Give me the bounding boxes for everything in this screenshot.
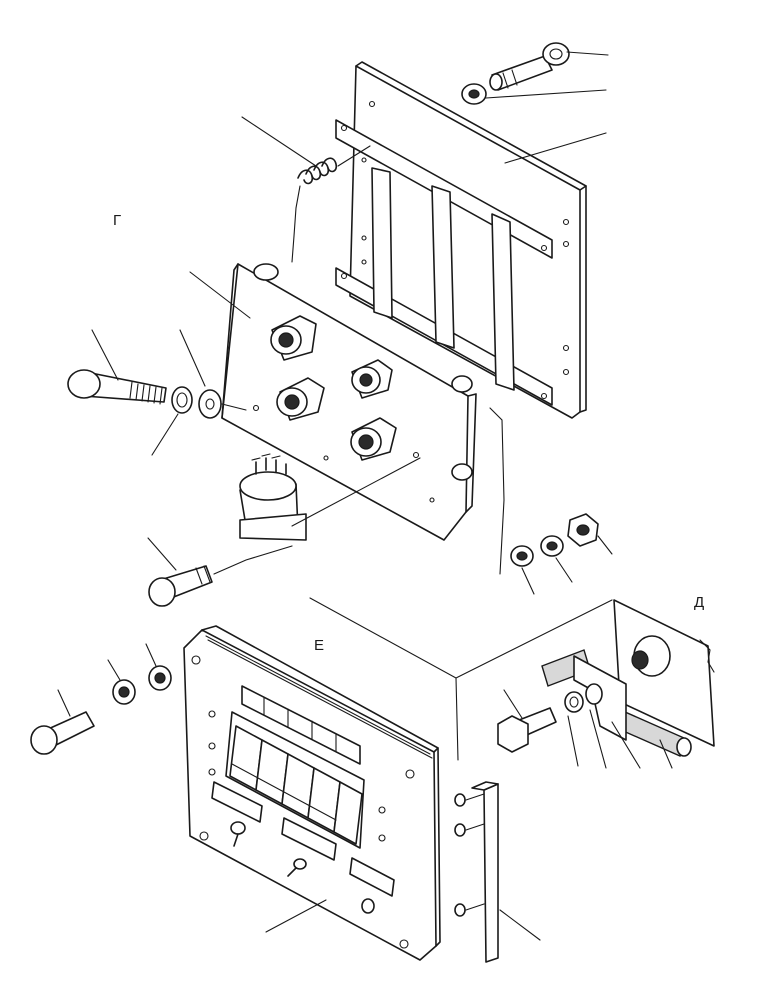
panel-washer-1 xyxy=(112,679,136,705)
back-plate xyxy=(349,61,587,419)
leader-line xyxy=(291,185,301,263)
view-label-g: Г xyxy=(113,212,122,229)
toggle-knob-1 xyxy=(230,821,246,847)
detail-plate-d xyxy=(613,599,715,747)
detail-bolt xyxy=(497,707,557,753)
leader-line xyxy=(597,535,613,555)
top-bolt xyxy=(489,42,570,91)
panel-label-left xyxy=(211,781,263,823)
rocker-switch-block xyxy=(225,711,365,849)
right-washer-1 xyxy=(510,545,534,567)
spring xyxy=(297,145,371,185)
bushing-1 xyxy=(270,315,317,361)
leader-line xyxy=(147,537,177,571)
leader-line xyxy=(589,709,607,769)
bushing-2 xyxy=(351,359,393,399)
toggle-knob-2 xyxy=(287,858,307,877)
long-bolt xyxy=(67,369,167,405)
leader-line xyxy=(57,689,71,717)
rear-nut xyxy=(451,375,473,481)
leader-line xyxy=(521,567,535,595)
leader-line xyxy=(91,329,119,381)
leader-line xyxy=(567,715,579,767)
leader-line xyxy=(145,643,157,667)
view-label-e: Е xyxy=(314,637,325,654)
relay-can xyxy=(239,453,307,541)
leader-line xyxy=(485,89,607,99)
section-line xyxy=(455,677,459,761)
leader-line xyxy=(221,403,247,411)
leader-line xyxy=(611,721,641,769)
leader-line xyxy=(107,659,121,681)
view-label-d: Д xyxy=(694,594,705,611)
leader-line xyxy=(265,899,327,933)
leader-line xyxy=(659,739,673,769)
leader-line xyxy=(566,51,609,56)
leader-line xyxy=(241,116,317,167)
right-washer-2 xyxy=(540,535,564,557)
detail-spring xyxy=(564,683,603,713)
hatched-rod-lower xyxy=(611,707,692,757)
bushing-3 xyxy=(276,377,325,421)
leader-line xyxy=(499,909,541,941)
leader-line xyxy=(504,132,607,164)
leader-line xyxy=(291,457,421,527)
leader-line xyxy=(503,689,523,719)
spring-washer xyxy=(171,386,193,414)
leader-line xyxy=(489,407,505,575)
switch-label-strip xyxy=(241,685,361,765)
l-key xyxy=(454,781,499,963)
panel-washer-2 xyxy=(148,665,172,691)
leader-line xyxy=(189,271,251,319)
right-nut xyxy=(567,513,599,547)
short-bolt xyxy=(148,565,213,607)
toggle-knob-3 xyxy=(361,898,375,914)
panel-label-right xyxy=(349,857,395,897)
bushing-4 xyxy=(350,417,397,461)
top-washer xyxy=(461,83,487,105)
panel-bolt xyxy=(30,711,95,755)
frame-bracket xyxy=(335,119,553,406)
leader-line xyxy=(555,557,573,583)
flat-washer xyxy=(198,389,222,419)
leader-line xyxy=(151,413,179,456)
panel-label-mid xyxy=(281,817,337,861)
leader-line xyxy=(179,329,206,387)
leader-line xyxy=(213,545,293,575)
